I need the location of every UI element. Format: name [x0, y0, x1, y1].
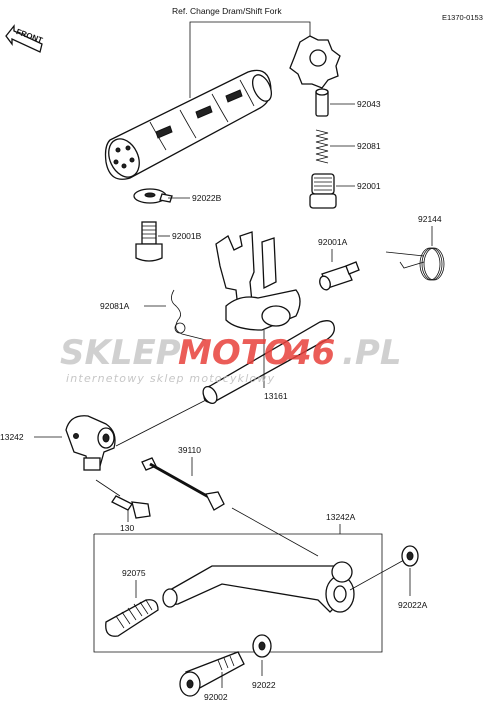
- tie-rod-39110: [141, 457, 225, 511]
- ref-bracket: [189, 21, 311, 98]
- label-39110: 39110: [178, 445, 201, 455]
- label-92022A: 92022A: [398, 600, 428, 610]
- label-130: 130: [120, 523, 134, 533]
- label-92001B: 92001B: [172, 231, 202, 241]
- label-13161: 13161: [264, 391, 288, 401]
- pin-92043: [315, 88, 329, 117]
- label-92081A: 92081A: [100, 301, 130, 311]
- watermark-tagline: internetowy sklep motocyklowy: [66, 372, 275, 385]
- bolt-130: [111, 495, 151, 519]
- washer-92022B: [133, 188, 173, 204]
- label-92144: 92144: [418, 214, 442, 224]
- washer-92022: [252, 634, 272, 658]
- bolt-92001: [309, 173, 337, 209]
- label-92022B: 92022B: [192, 193, 222, 203]
- label-92002: 92002: [204, 692, 228, 702]
- spring-92081A: [171, 289, 207, 341]
- spring-92144: [385, 247, 445, 281]
- assembly-frame: [93, 533, 383, 653]
- shift-lever-13242: [65, 415, 116, 471]
- watermark-brand-c: 46: [287, 333, 335, 373]
- rubber-92075: [105, 599, 159, 637]
- label-92022: 92022: [252, 680, 276, 690]
- watermark-brand-d: .PL: [342, 333, 402, 373]
- watermark-brand-a: SKLEP: [60, 333, 181, 373]
- bolt-92001B: [135, 221, 163, 262]
- bolt-92002: [179, 651, 245, 697]
- spring-92081: [315, 129, 329, 164]
- shift-pedal: [162, 561, 355, 613]
- label-13242A: 13242A: [326, 512, 356, 522]
- watermark: SKLEP MOTO 46 .PL internetowy sklep moto…: [60, 333, 402, 385]
- washer-92022A: [401, 545, 419, 567]
- diagram-code: E1370-0153: [442, 13, 483, 22]
- shift-shaft-13161: [202, 231, 335, 405]
- label-92001: 92001: [357, 181, 381, 191]
- label-13242: 13242: [0, 432, 24, 442]
- ref-label: Ref. Change Dram/Shift Fork: [172, 6, 282, 16]
- star-plate: [289, 35, 341, 89]
- bolt-92001A: [319, 261, 360, 291]
- label-92075: 92075: [122, 568, 146, 578]
- label-92001A: 92001A: [318, 237, 348, 247]
- change-drum: [104, 69, 273, 180]
- watermark-brand-b: MOTO: [178, 333, 293, 373]
- label-92043: 92043: [357, 99, 381, 109]
- front-arrow-icon: FRONT: [5, 24, 44, 53]
- label-92081: 92081: [357, 141, 381, 151]
